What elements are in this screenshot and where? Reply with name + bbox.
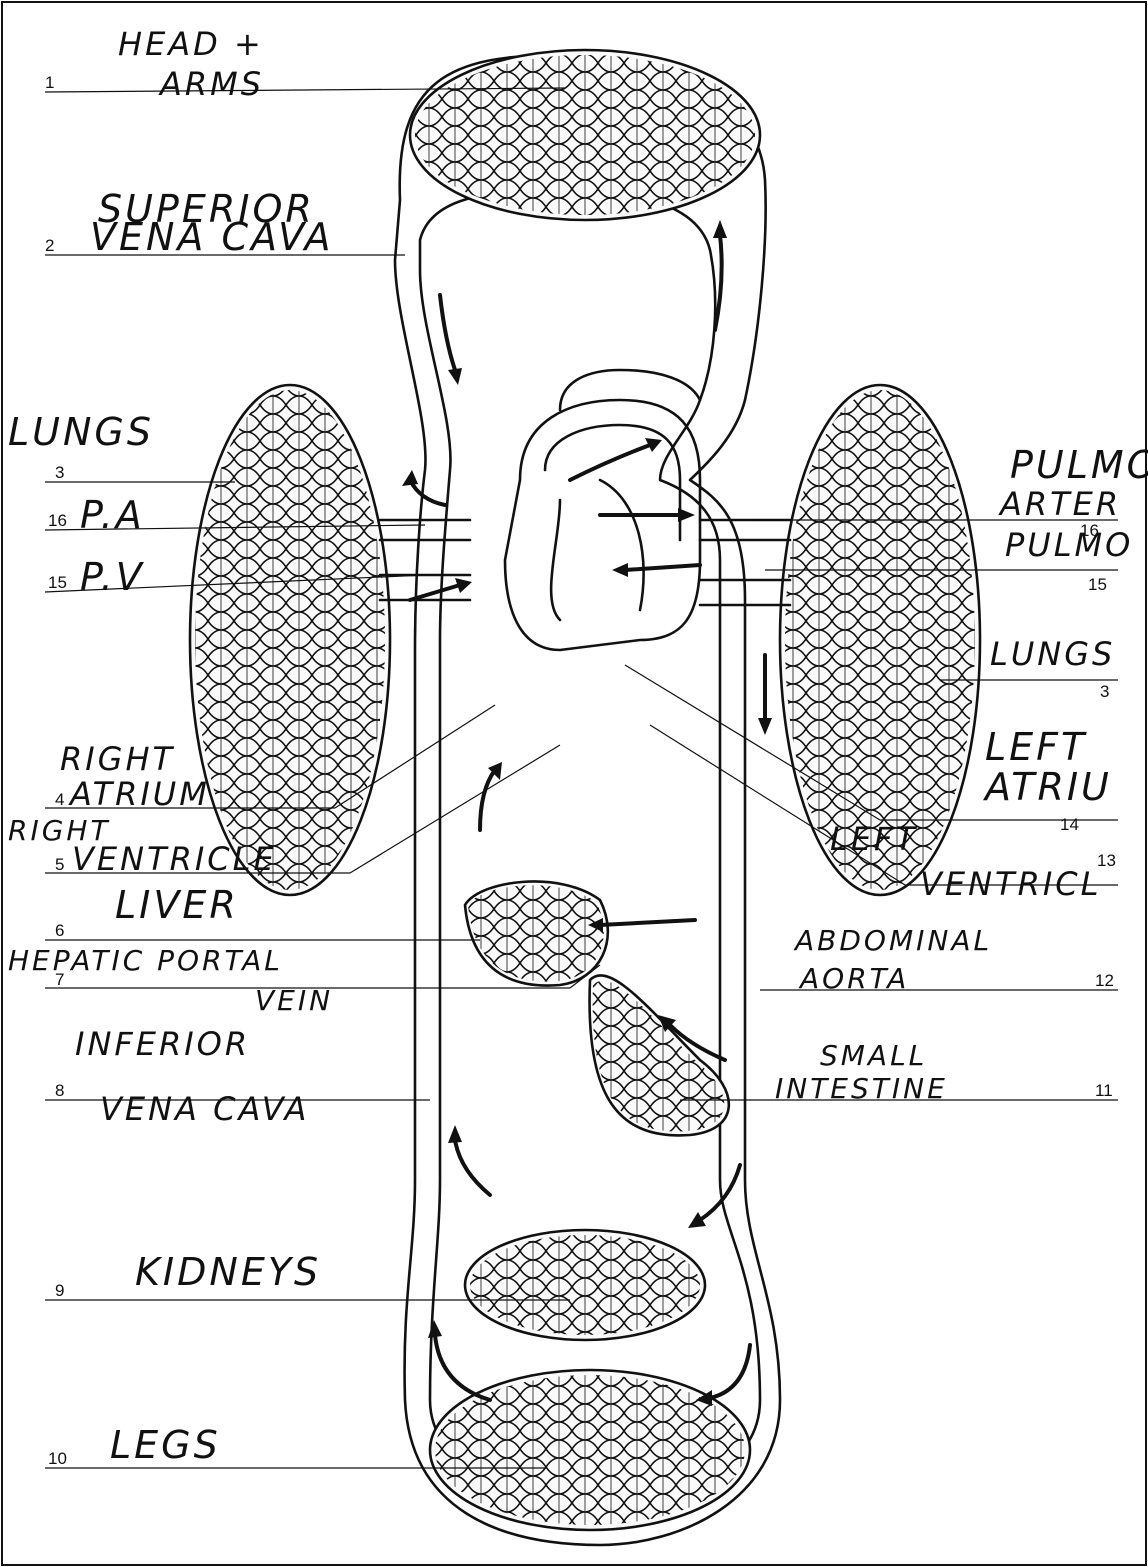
number-10: 10 xyxy=(48,1449,67,1468)
label-lungs-left: LUNGS xyxy=(8,410,154,454)
number-5: 5 xyxy=(55,855,64,874)
number-15-left: 15 xyxy=(48,573,67,592)
head-arms-capillaries xyxy=(415,55,755,215)
number-9: 9 xyxy=(55,1281,64,1300)
heart-outline xyxy=(505,400,700,650)
label-pulmonary-artery-line1: PULMO xyxy=(1010,443,1148,487)
number-2: 2 xyxy=(45,236,54,255)
label-head-arms-line2: ARMS xyxy=(158,65,264,103)
label-right-ventricle-line2: VENTRICLE xyxy=(72,840,277,878)
label-abdominal-aorta-line1: ABDOMINAL xyxy=(793,924,992,957)
label-hepatic-portal-line2: VEIN xyxy=(255,984,333,1017)
kidneys-capillaries xyxy=(470,1235,700,1335)
label-small-intestine-line1: SMALL xyxy=(820,1039,927,1072)
label-ivc-line1: INFERIOR xyxy=(75,1025,250,1063)
number-16-left: 16 xyxy=(48,511,67,530)
label-pulmonary-artery-line2: ARTER xyxy=(998,485,1121,523)
number-1: 1 xyxy=(45,73,54,92)
label-pv: P.V xyxy=(80,555,145,599)
lung-left-capillaries xyxy=(195,390,385,890)
number-7: 7 xyxy=(55,970,64,989)
heart xyxy=(505,370,700,650)
number-4: 4 xyxy=(55,790,64,809)
label-left-atrium-line1: LEFT xyxy=(985,725,1087,769)
label-kidneys: KIDNEYS xyxy=(135,1250,321,1294)
liver-capillaries xyxy=(468,885,604,981)
number-3-right: 3 xyxy=(1100,682,1109,701)
label-ivc-line2: VENA CAVA xyxy=(100,1090,309,1128)
number-6: 6 xyxy=(55,921,64,940)
label-small-intestine-line2: INTESTINE xyxy=(775,1072,948,1105)
label-legs: LEGS xyxy=(110,1423,221,1467)
label-left-ventricle-line1: LEFT xyxy=(830,820,918,858)
label-hepatic-portal-line1: HEPATIC PORTAL xyxy=(8,944,283,977)
label-head-arms-line1: HEAD + xyxy=(118,25,264,63)
label-left-atrium-line2: ATRIU xyxy=(982,765,1112,809)
number-12: 12 xyxy=(1095,971,1114,990)
number-15-right: 15 xyxy=(1088,575,1107,594)
label-right-atrium-line2: ATRIUM xyxy=(68,775,210,813)
label-pulmonary-vein: PULMO xyxy=(1005,526,1133,564)
label-lungs-right: LUNGS xyxy=(990,635,1115,673)
heart-chambers xyxy=(545,425,680,620)
number-14: 14 xyxy=(1060,815,1079,834)
label-abdominal-aorta-line2: AORTA xyxy=(798,962,909,995)
number-11: 11 xyxy=(1095,1081,1113,1100)
label-pa: P.A xyxy=(80,493,145,537)
label-left-ventricle-line2: VENTRICL xyxy=(920,865,1101,903)
small-intestine-capillaries xyxy=(593,981,725,1132)
label-right-atrium-line1: RIGHT xyxy=(60,740,175,778)
label-liver: LIVER xyxy=(115,883,239,927)
flow-arrows xyxy=(402,220,772,1406)
number-3-left: 3 xyxy=(55,463,64,482)
lung-right-capillaries xyxy=(785,390,975,890)
number-8: 8 xyxy=(55,1081,64,1100)
label-svc-line2: VENA CAVA xyxy=(90,215,334,259)
